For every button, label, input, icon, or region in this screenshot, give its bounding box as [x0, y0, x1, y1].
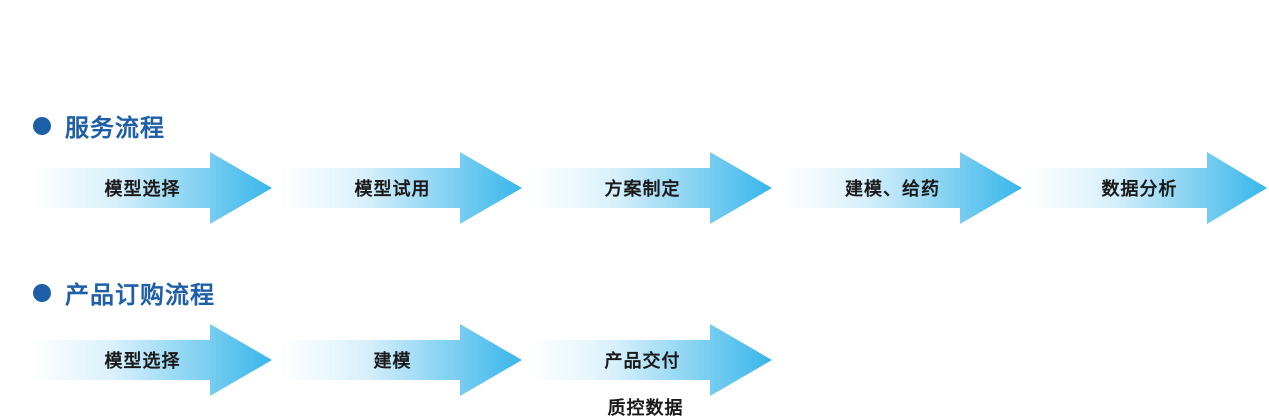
service-step-arrow-5: 数据分析	[1027, 152, 1267, 224]
step-label: 模型选择	[104, 351, 181, 372]
service-step-arrow-3: 方案制定	[530, 152, 772, 224]
service-step-arrow-4: 建模、给药	[780, 152, 1022, 224]
arrow-shape-icon	[30, 324, 272, 396]
arrow-shape-icon	[1027, 152, 1267, 224]
service-step-arrow-1: 模型选择	[30, 152, 272, 224]
order-extra-label: 质控数据	[607, 398, 684, 419]
order-step-arrow-3: 产品交付	[530, 324, 772, 396]
arrow-shape-icon	[280, 152, 522, 224]
arrow-shape-icon	[780, 152, 1022, 224]
service-title-text: 服务流程	[65, 114, 165, 142]
step-label: 方案制定	[604, 179, 681, 200]
order-title-text: 产品订购流程	[65, 281, 215, 309]
step-label: 建模	[373, 351, 412, 372]
step-label: 产品交付	[604, 351, 681, 372]
step-label: 模型选择	[104, 179, 181, 200]
arrow-shape-icon	[530, 152, 772, 224]
step-label: 建模、给药	[845, 179, 940, 200]
arrow-shape-icon	[280, 324, 522, 396]
service-step-arrow-2: 模型试用	[280, 152, 522, 224]
bullet-dot-icon	[33, 283, 51, 302]
bullet-dot-icon	[33, 116, 51, 135]
service-section-title: 服务流程	[33, 108, 165, 143]
order-step-arrow-1: 模型选择	[30, 324, 272, 396]
step-label: 数据分析	[1101, 179, 1178, 200]
arrow-shape-icon	[30, 152, 272, 224]
step-label: 模型试用	[354, 179, 431, 200]
order-step-arrow-2: 建模	[280, 324, 522, 396]
arrow-shape-icon	[530, 324, 772, 396]
order-section-title: 产品订购流程	[33, 275, 215, 310]
